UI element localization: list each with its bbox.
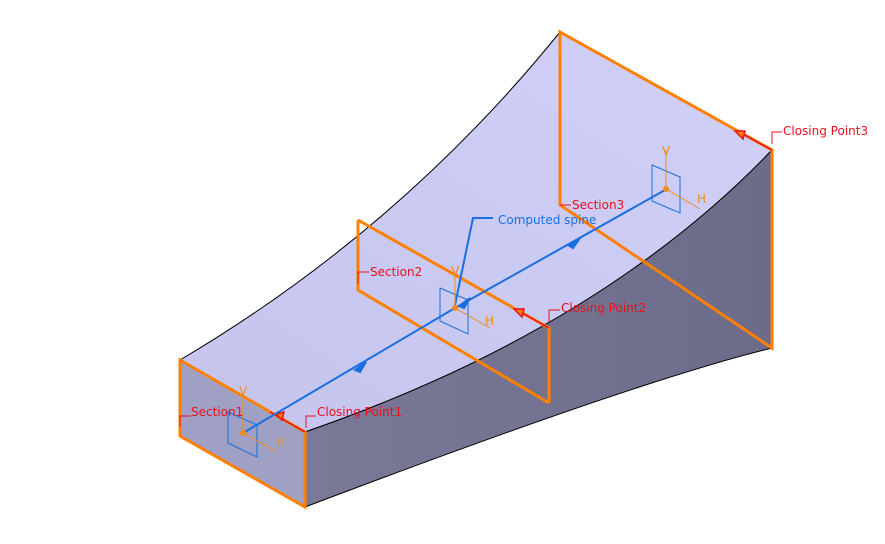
section1-label[interactable]: Section1 xyxy=(191,405,244,419)
axis-h-label-2: H xyxy=(485,314,495,328)
closing-point1-label[interactable]: Closing Point1 xyxy=(317,405,403,419)
closing-point2-label[interactable]: Closing Point2 xyxy=(561,301,647,315)
closing-point3-label[interactable]: Closing Point3 xyxy=(783,124,869,138)
closing-arrows xyxy=(269,130,773,433)
axis-systems xyxy=(240,150,701,453)
section-planes xyxy=(227,164,681,458)
axis-v-label-1: V xyxy=(239,384,248,398)
axis-h-label-1: H xyxy=(276,436,286,450)
label-leaders xyxy=(179,131,782,428)
section1-frame[interactable] xyxy=(178,357,307,510)
axis-v-label-2: V xyxy=(451,264,460,278)
section3-label[interactable]: Section3 xyxy=(572,198,625,212)
computed-spine-label[interactable]: Computed spine xyxy=(498,213,597,227)
section2-label[interactable]: Section2 xyxy=(370,265,423,279)
section3-frame[interactable] xyxy=(558,29,774,351)
axis-h-label-3: H xyxy=(697,192,707,206)
axis-v-label-3: V xyxy=(662,144,671,158)
